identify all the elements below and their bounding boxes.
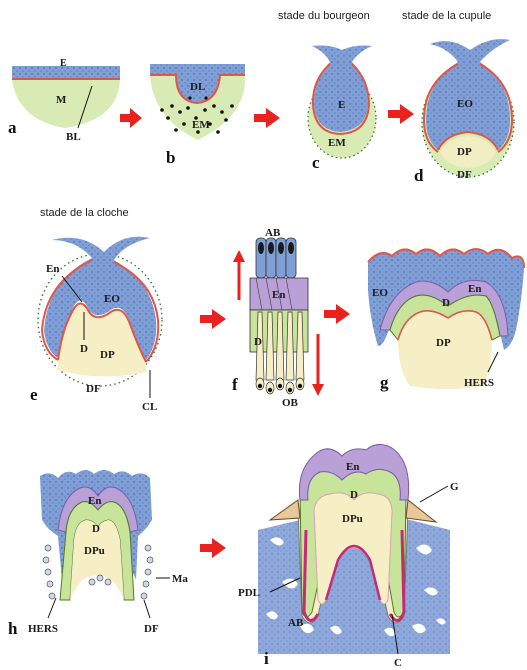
panel-b: DL EM b — [150, 64, 245, 167]
label-f-AB: AB — [265, 227, 281, 239]
panel-letter-i: i — [264, 649, 269, 668]
panel-f: AB En D OB f — [232, 227, 324, 409]
panel-d: EO DP DF d — [414, 39, 514, 185]
label-e-CL: CL — [142, 401, 157, 413]
label-h-Ma: Ma — [172, 573, 188, 585]
label-h-DPu: DPu — [84, 545, 105, 557]
panel-letter-c: c — [312, 153, 320, 172]
panel-letter-a: a — [8, 118, 17, 137]
label-b-EM: EM — [192, 119, 210, 131]
panel-letter-d: d — [414, 166, 424, 185]
label-c-EM: EM — [328, 137, 346, 149]
label-g-EO: EO — [372, 287, 388, 299]
label-f-OB: OB — [282, 397, 299, 409]
panel-i: En D DPu G PDL AB C i — [238, 444, 459, 669]
label-a-E: E — [60, 58, 67, 69]
panel-a: E M BL a — [8, 58, 120, 143]
label-i-AB: AB — [288, 617, 304, 629]
label-g-DP: DP — [436, 337, 451, 349]
panel-c: E EM c — [308, 46, 376, 173]
progression-arrow — [200, 538, 226, 558]
label-b-DL: DL — [190, 81, 205, 93]
gingiva — [270, 500, 300, 520]
label-h-HERS: HERS — [28, 623, 58, 635]
progression-arrow — [120, 108, 142, 128]
label-i-G: G — [450, 481, 459, 493]
progression-arrow — [254, 108, 280, 128]
label-g-HERS: HERS — [464, 377, 494, 389]
label-h-DF: DF — [144, 623, 159, 635]
label-d-DF: DF — [457, 169, 472, 181]
panel-g: EO En D DP HERS g — [368, 249, 524, 392]
label-c-E: E — [338, 99, 345, 111]
label-e-EO: EO — [104, 293, 120, 305]
ameloblasts — [256, 238, 296, 278]
progression-arrow — [324, 304, 350, 324]
label-f-En: En — [272, 289, 285, 301]
label-d-DP: DP — [457, 146, 472, 158]
panel-letter-b: b — [166, 148, 175, 167]
panel-e: En EO D DP DF CL e — [30, 237, 162, 413]
label-a-BL: BL — [66, 131, 81, 143]
label-i-D: D — [350, 489, 358, 501]
panel-h: En D DPu Ma HERS DF h — [8, 470, 188, 638]
label-d-EO: EO — [457, 98, 473, 110]
progression-arrow — [200, 309, 226, 329]
label-i-C: C — [394, 657, 402, 669]
label-e-DF: DF — [86, 383, 101, 395]
panel-letter-h: h — [8, 619, 18, 638]
panel-letter-e: e — [30, 385, 38, 404]
progression-arrow — [388, 104, 414, 124]
label-e-En: En — [46, 263, 59, 275]
label-e-D: D — [80, 343, 88, 355]
label-g-D: D — [442, 297, 450, 309]
label-e-DP: DP — [100, 349, 115, 361]
label-a-M: M — [56, 94, 67, 106]
label-i-DPu: DPu — [342, 513, 363, 525]
panel-letter-g: g — [380, 373, 389, 392]
panel-letter-f: f — [232, 375, 238, 394]
label-i-PDL: PDL — [238, 587, 260, 599]
label-h-En: En — [88, 495, 101, 507]
label-f-D: D — [254, 336, 262, 348]
label-h-D: D — [92, 523, 100, 535]
label-g-En: En — [468, 283, 481, 295]
label-i-En: En — [346, 461, 359, 473]
